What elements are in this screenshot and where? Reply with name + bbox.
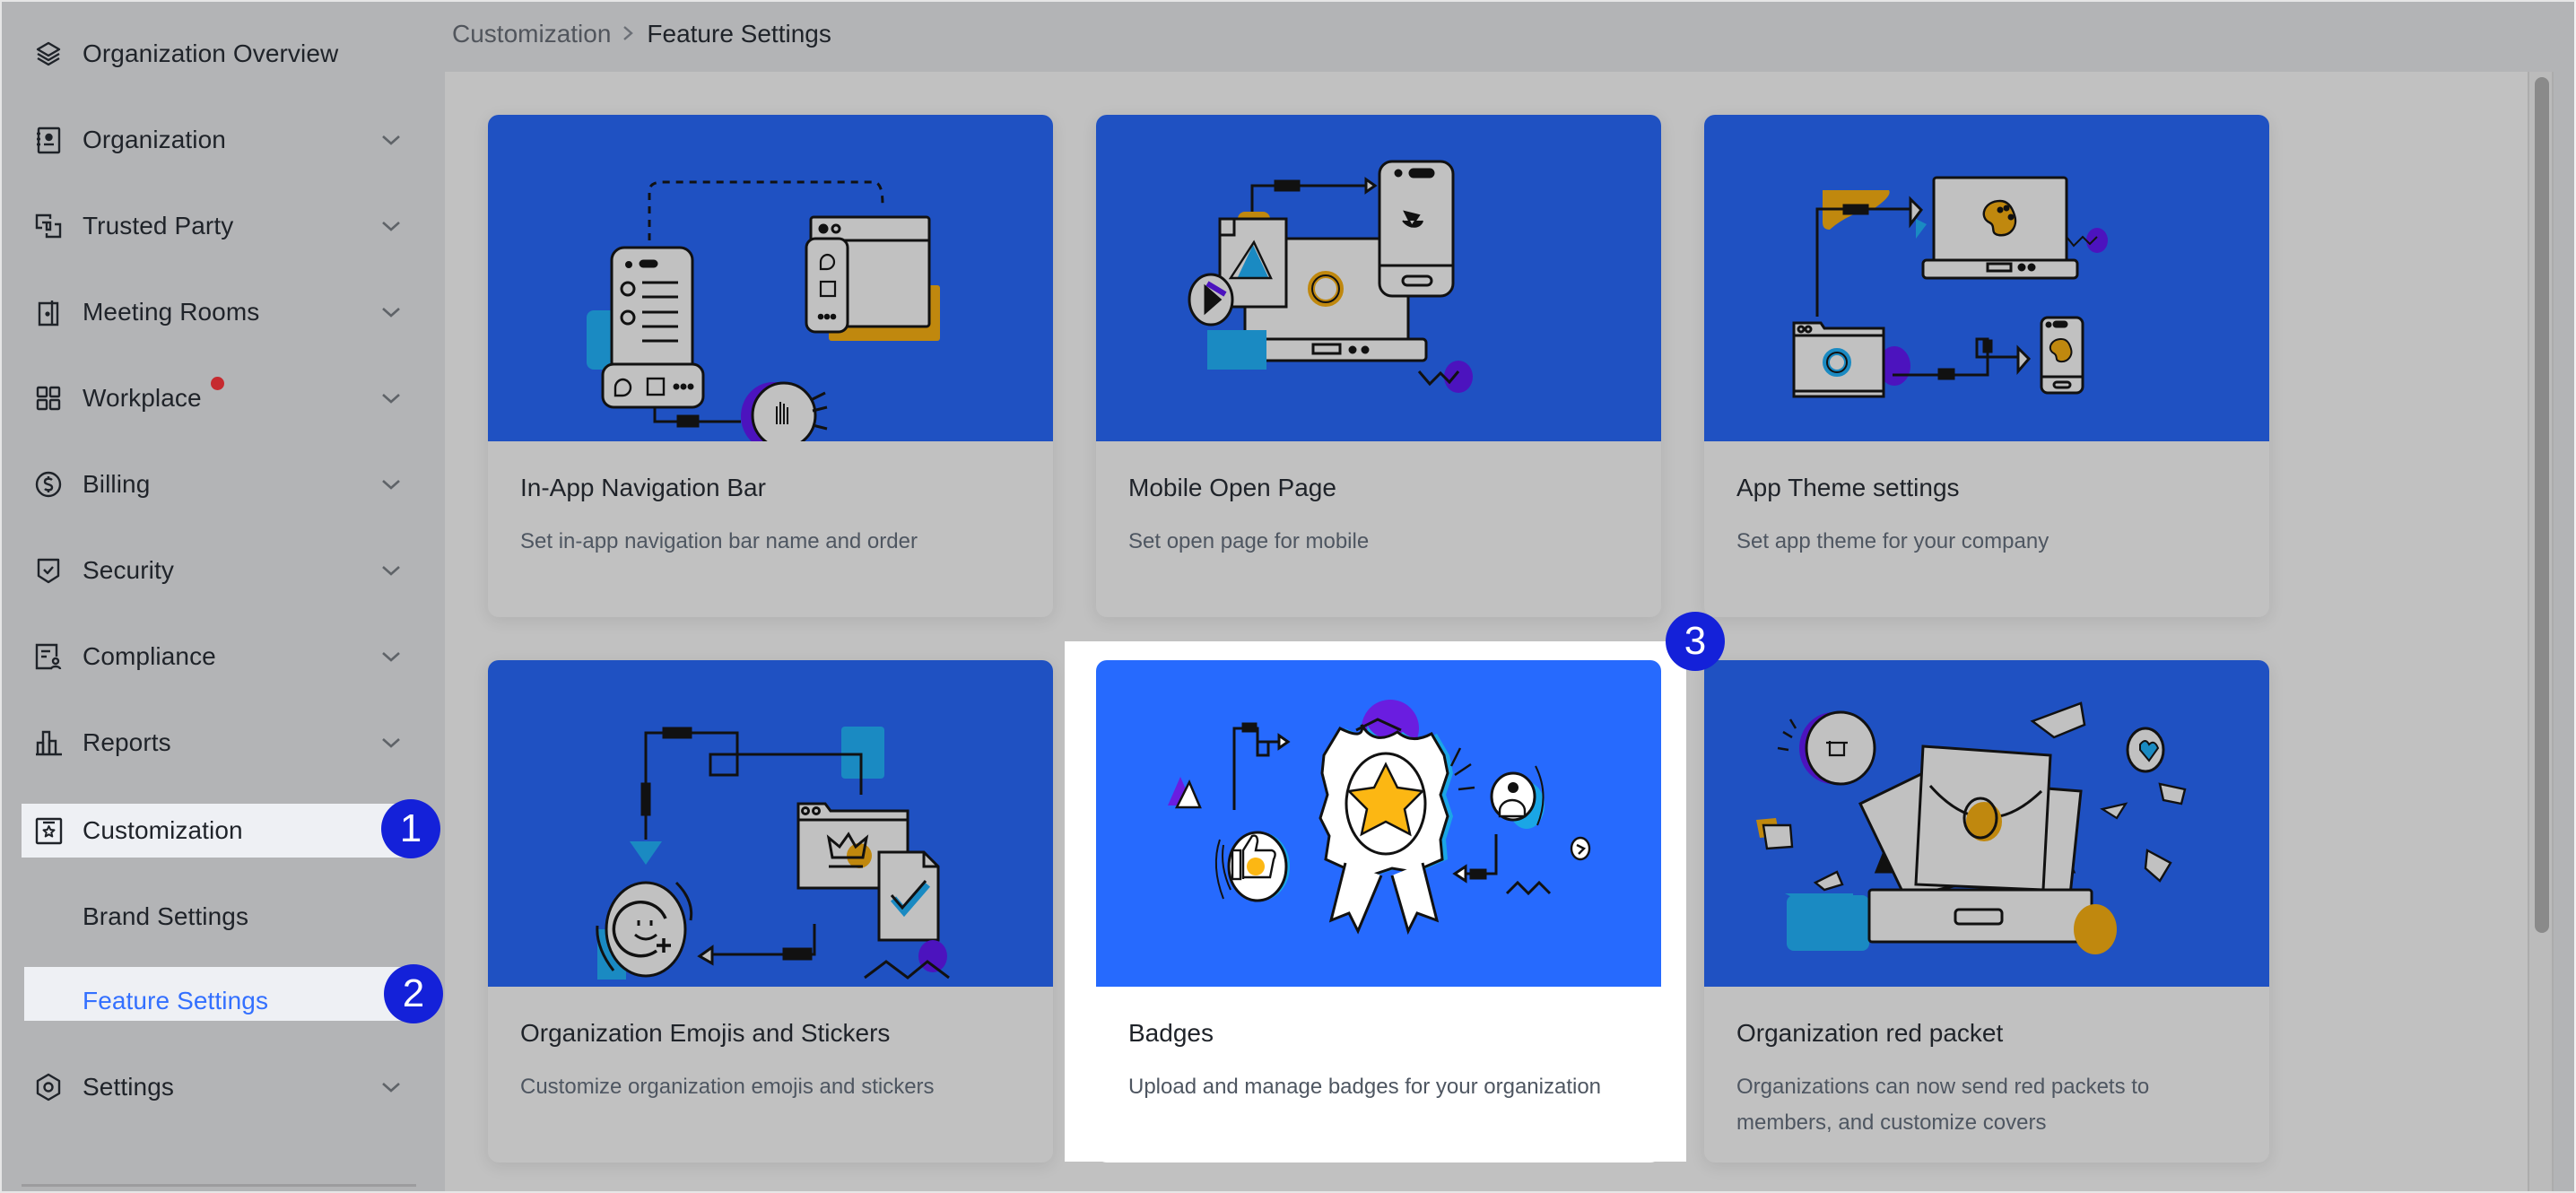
shield-check-icon	[34, 556, 63, 585]
emojis-stickers-illustration	[488, 660, 1053, 987]
sidebar-item-label: Reports	[83, 728, 171, 756]
chevron-down-icon	[380, 1076, 402, 1098]
notification-dot	[211, 377, 224, 390]
feature-card-badges[interactable]: Badges Upload and manage badges for your…	[1096, 660, 1661, 1163]
sidebar-subitem-brand-settings[interactable]: Brand Settings	[22, 890, 409, 944]
breadcrumb-link-customization[interactable]: Customization	[452, 20, 612, 48]
sidebar-item-meeting-rooms[interactable]: Meeting Rooms	[22, 285, 409, 339]
sidebar-item-label: Compliance	[83, 642, 216, 670]
sidebar-subitem-feature-settings[interactable]: Feature Settings	[24, 967, 408, 1021]
layers-icon	[34, 39, 63, 68]
sidebar-item-workplace[interactable]: Workplace	[22, 371, 409, 425]
mobile-open-page-illustration	[1096, 115, 1661, 441]
sidebar-item-label: Feature Settings	[83, 987, 269, 1014]
card-description: Set open page for mobile	[1128, 529, 1370, 553]
sidebar-item-label: Security	[83, 556, 174, 584]
card-description: Set app theme for your company	[1736, 529, 2049, 553]
sidebar-item-billing[interactable]: Billing	[22, 457, 409, 511]
chevron-down-icon	[380, 560, 402, 581]
sidebar: Organization Overview Organization Trust…	[0, 0, 445, 1193]
sidebar-item-label: Brand Settings	[83, 902, 249, 930]
feature-card-in-app-navigation-bar[interactable]: In-App Navigation Bar Set in-app navigat…	[488, 115, 1053, 617]
feature-card-app-theme-settings[interactable]: App Theme settings Set app theme for you…	[1704, 115, 2269, 617]
sidebar-item-compliance[interactable]: Compliance	[22, 630, 409, 684]
linked-squares-icon	[34, 212, 63, 240]
hexagon-gear-icon	[34, 1073, 63, 1102]
sidebar-item-trusted-party[interactable]: Trusted Party	[22, 199, 409, 253]
sidebar-item-label: Organization Overview	[83, 39, 339, 67]
sidebar-item-customization[interactable]: Customization	[22, 804, 409, 858]
card-title: Organization Emojis and Stickers	[520, 1019, 891, 1047]
chevron-right-icon	[622, 20, 634, 48]
dollar-circle-icon	[34, 470, 63, 499]
app-theme-illustration	[1704, 115, 2269, 441]
sidebar-item-reports[interactable]: Reports	[22, 716, 409, 770]
grid-icon	[34, 384, 63, 413]
sidebar-item-label: Meeting Rooms	[83, 298, 260, 326]
sidebar-item-label: Workplace	[83, 384, 202, 412]
chevron-down-icon	[380, 388, 402, 409]
sidebar-item-label: Billing	[83, 470, 151, 498]
breadcrumb-current: Feature Settings	[647, 20, 831, 48]
step-marker-2: 2	[384, 964, 443, 1023]
card-description: Organizations can now send red packets t…	[1736, 1075, 2150, 1135]
door-icon	[34, 298, 63, 327]
red-packet-illustration	[1704, 660, 2269, 987]
document-user-icon	[34, 642, 63, 671]
breadcrumb: Customization Feature Settings	[452, 16, 831, 52]
navigation-bar-illustration	[488, 115, 1053, 441]
card-description: Customize organization emojis and sticke…	[520, 1075, 935, 1099]
card-description: Set in-app navigation bar name and order	[520, 529, 918, 553]
chevron-down-icon	[380, 301, 402, 323]
sidebar-item-label: Settings	[83, 1073, 174, 1101]
sidebar-item-security[interactable]: Security	[22, 544, 409, 597]
sidebar-divider	[22, 1184, 416, 1187]
sidebar-item-label: Customization	[83, 816, 243, 844]
badges-illustration	[1096, 660, 1661, 987]
sidebar-item-label: Organization	[83, 126, 226, 153]
feature-card-organization-emojis-stickers[interactable]: Organization Emojis and Stickers Customi…	[488, 660, 1053, 1163]
feature-card-mobile-open-page[interactable]: Mobile Open Page Set open page for mobil…	[1096, 115, 1661, 617]
sidebar-item-settings[interactable]: Settings	[22, 1060, 409, 1114]
chevron-down-icon	[380, 646, 402, 667]
bar-chart-icon	[34, 728, 63, 757]
feature-card-organization-red-packet[interactable]: Organization red packet Organizations ca…	[1704, 660, 2269, 1163]
chevron-down-icon	[380, 215, 402, 237]
chevron-down-icon	[380, 129, 402, 151]
step-marker-3: 3	[1666, 612, 1725, 671]
sidebar-item-organization-overview[interactable]: Organization Overview	[22, 27, 409, 81]
card-title: App Theme settings	[1736, 474, 1960, 501]
card-title: Organization red packet	[1736, 1019, 2004, 1047]
step-marker-1: 1	[381, 799, 440, 858]
sidebar-item-label: Trusted Party	[83, 212, 234, 239]
scrollbar-thumb[interactable]	[2535, 77, 2549, 933]
chevron-down-icon	[380, 732, 402, 753]
chevron-down-icon	[380, 474, 402, 495]
star-frame-icon	[34, 816, 63, 845]
card-title: Mobile Open Page	[1128, 474, 1336, 501]
card-title: Badges	[1128, 1019, 1214, 1047]
contact-book-icon	[34, 126, 63, 154]
card-title: In-App Navigation Bar	[520, 474, 766, 501]
sidebar-item-organization[interactable]: Organization	[22, 113, 409, 167]
card-description: Upload and manage badges for your organi…	[1128, 1075, 1602, 1099]
